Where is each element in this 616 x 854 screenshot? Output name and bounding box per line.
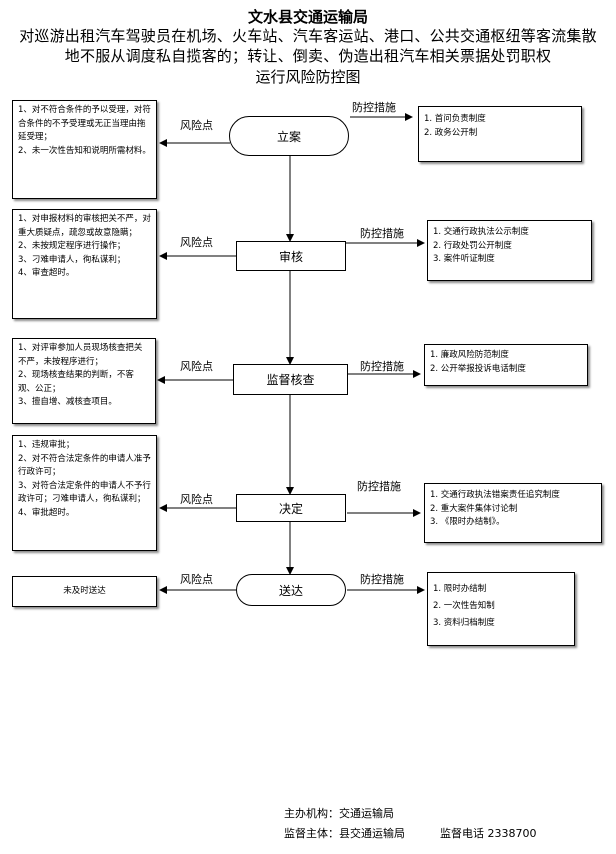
risk-box-filing: 1、对不符合条件的予以受理，对符合条件的不予受理或无正当理由拖延受理； 2、未一… <box>12 100 157 199</box>
control-box-supervision: 1. 廉政风险防范制度 2. 公开举报投诉电话制度 <box>424 344 588 386</box>
risk-item: 2、未一次性告知和说明所需材料。 <box>18 145 151 156</box>
control-box-delivery: 1. 限时办结制 2. 一次性告知制 3. 资料归档制度 <box>427 572 575 646</box>
risk-item: 3、擅自增、减核查项目。 <box>18 397 117 407</box>
page-subtitle-2: 运行风险防控图 <box>255 68 361 86</box>
risk-label-4: 风险点 <box>180 493 213 506</box>
risk-box-decision: 1、违规审批； 2、对不符合法定条件的申请人准予行政许可； 3、对符合法定条件的… <box>12 435 157 551</box>
control-label-4: 防控措施 <box>357 480 401 493</box>
risk-item: 3、刁难申请人，徇私谋利； <box>18 254 126 265</box>
control-box-filing: 1. 首问负责制度 2. 政务公开制 <box>418 106 582 162</box>
control-item: 3. 资料归档制度 <box>433 618 495 628</box>
control-item: 2. 一次性告知制 <box>433 601 495 611</box>
risk-label-5: 风险点 <box>180 573 213 586</box>
risk-box-review: 1、对申报材料的审核把关不严，对重大质疑点，疏忽或故意隐瞒； 2、未按规定程序进… <box>12 209 157 319</box>
control-item: 3. 《限时办结制》。 <box>430 517 505 527</box>
control-item: 2. 公开举报投诉电话制度 <box>430 363 526 374</box>
risk-item: 2、对不符合法定条件的申请人准予行政许可； <box>18 453 151 478</box>
control-item: 1. 交通行政执法公示制度 <box>433 227 529 237</box>
risk-label-3: 风险点 <box>180 360 213 373</box>
risk-item: 1、违规审批； <box>18 440 75 450</box>
node-delivery: 送达 <box>236 574 346 606</box>
risk-item: 3、对符合法定条件的申请人不予行政许可；刁难申请人，徇私谋利； <box>18 480 151 505</box>
risk-item: 1、对不符合条件的予以受理，对符合条件的不予受理或无正当理由拖延受理； <box>18 105 151 142</box>
control-box-decision: 1. 交通行政执法错案责任追究制度 2. 重大案件集体讨论制 3. 《限时办结制… <box>424 483 602 543</box>
footer-sponsor: 主办机构：交通运输局 <box>284 807 394 820</box>
node-filing: 立案 <box>229 116 349 156</box>
control-item: 1. 交通行政执法错案责任追究制度 <box>430 490 560 500</box>
control-item: 2. 政务公开制 <box>424 127 478 138</box>
page-subtitle: 对巡游出租汽车驾驶员在机场、火车站、汽车客运站、港口、公共交通枢纽等客流集散地不… <box>19 27 597 65</box>
footer-supervisor: 监督主体：县交通运输局 <box>284 827 405 840</box>
risk-item: 1、对评审参加人员现场核查把关不严，未按程序进行； <box>18 343 143 367</box>
risk-item: 4、审查超时。 <box>18 268 75 278</box>
control-item: 1. 廉政风险防范制度 <box>430 350 509 360</box>
control-item: 1. 首问负责制度 <box>424 114 486 124</box>
risk-label-2: 风险点 <box>180 236 213 249</box>
node-review: 审核 <box>236 241 346 271</box>
node-decision: 决定 <box>236 494 346 522</box>
control-item: 3. 案件听证制度 <box>433 254 495 264</box>
risk-box-supervision: 1、对评审参加人员现场核查把关不严，未按程序进行； 2、现场核查结果的判断，不客… <box>12 338 156 424</box>
control-item: 2. 重大案件集体讨论制 <box>430 503 518 514</box>
node-supervision: 监督核查 <box>233 364 348 395</box>
page-title: 文水县交通运输局 <box>247 8 368 26</box>
control-label-5: 防控措施 <box>360 573 404 586</box>
footer-phone: 监督电话 2338700 <box>440 827 537 840</box>
risk-box-delivery: 未及时送达 <box>12 576 157 607</box>
control-label-1: 防控措施 <box>352 101 396 114</box>
control-label-3: 防控措施 <box>360 360 404 373</box>
control-item: 1. 限时办结制 <box>433 584 487 594</box>
risk-item: 2、现场核查结果的判断，不客观、公正； <box>18 370 134 394</box>
risk-item: 4、审批超时。 <box>18 507 75 518</box>
risk-label-1: 风险点 <box>180 119 213 132</box>
risk-item: 2、未按规定程序进行操作； <box>18 241 126 251</box>
control-label-2: 防控措施 <box>360 227 404 240</box>
risk-item: 未及时送达 <box>63 585 106 596</box>
control-item: 2. 行政处罚公开制度 <box>433 240 512 251</box>
control-box-review: 1. 交通行政执法公示制度 2. 行政处罚公开制度 3. 案件听证制度 <box>427 220 592 281</box>
risk-item: 1、对申报材料的审核把关不严，对重大质疑点，疏忽或故意隐瞒； <box>18 214 151 238</box>
